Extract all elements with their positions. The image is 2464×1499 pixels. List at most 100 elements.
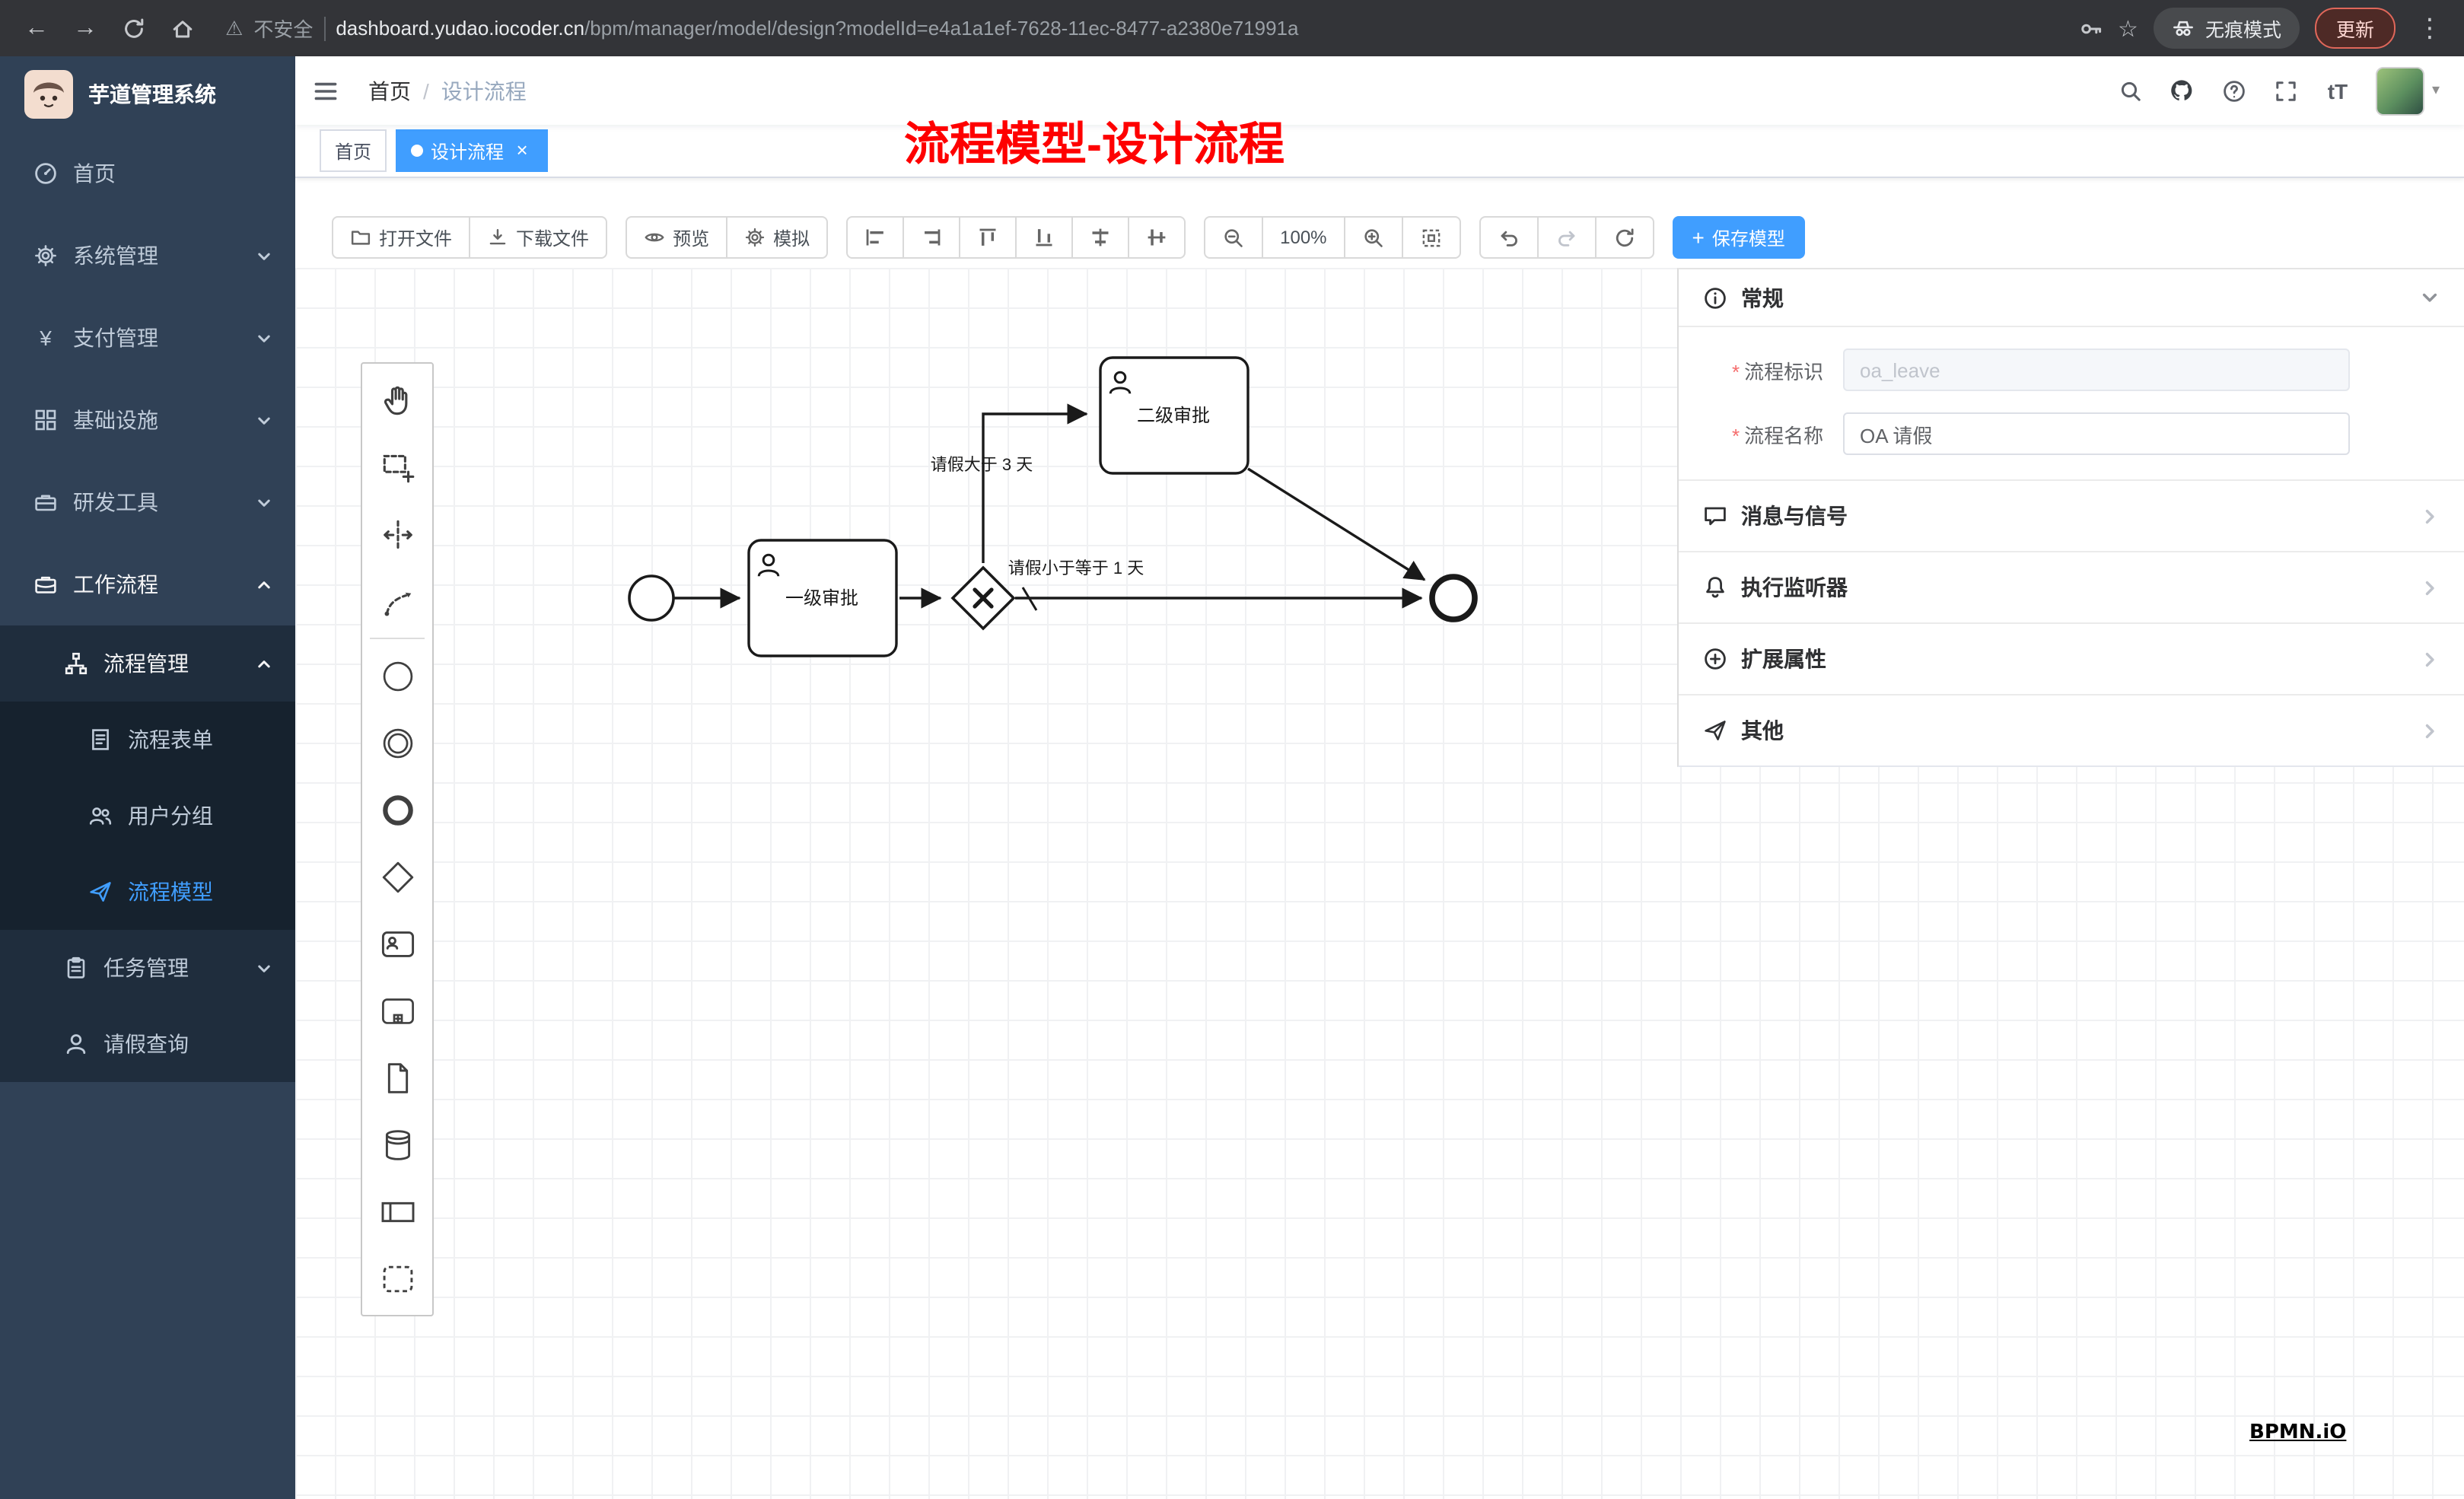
process-name-input[interactable]: [1843, 412, 2350, 455]
palette-create-end-event[interactable]: [362, 776, 432, 843]
user-menu[interactable]: ▾: [2375, 66, 2440, 115]
folder-icon: [350, 227, 371, 248]
align-top-button[interactable]: [959, 218, 1015, 257]
file-button-group: 打开文件 下载文件: [332, 216, 608, 259]
zoom-fit-button[interactable]: [1401, 218, 1460, 257]
browser-reload-button[interactable]: [113, 7, 155, 49]
breadcrumb: 首页 / 设计流程: [368, 75, 527, 106]
help-button[interactable]: [2208, 56, 2260, 125]
zoom-out-icon: [1222, 226, 1245, 249]
gateway-icon: [378, 858, 416, 896]
palette-create-gateway[interactable]: [362, 843, 432, 910]
header-search-button[interactable]: [2105, 56, 2157, 125]
chevron-down-icon: [256, 494, 272, 511]
restart-button[interactable]: [1594, 218, 1653, 257]
sidebar-item-process-model[interactable]: 流程模型: [0, 854, 295, 930]
start-event[interactable]: [628, 574, 675, 622]
user-task-icon: [378, 925, 416, 963]
tag-design[interactable]: 设计流程 ×: [396, 129, 549, 172]
section-execution-listener[interactable]: 执行监听器: [1679, 551, 2464, 622]
sequence-flow-task2-to-end[interactable]: [1247, 467, 1426, 581]
end-event[interactable]: [1429, 574, 1478, 622]
space-tool-icon: [378, 515, 416, 553]
sidebar-item-task-manage[interactable]: 任务管理: [0, 930, 295, 1006]
sidebar-toggle-button[interactable]: [295, 56, 356, 125]
font-size-button[interactable]: tT: [2312, 56, 2364, 125]
sidebar-item-workflow[interactable]: 工作流程: [0, 543, 295, 625]
open-file-button[interactable]: 打开文件: [333, 218, 469, 257]
align-center-h-button[interactable]: [1071, 218, 1128, 257]
address-bar[interactable]: ⚠ 不安全 dashboard.yudao.iocoder.cn/bpm/man…: [225, 14, 2054, 43]
breadcrumb-home[interactable]: 首页: [368, 78, 411, 103]
browser-forward-button[interactable]: →: [64, 7, 107, 49]
clipboard-icon: [64, 956, 88, 980]
chevron-up-icon: [256, 655, 272, 672]
redo-button[interactable]: [1536, 218, 1595, 257]
sidebar-item-user-group[interactable]: 用户分组: [0, 778, 295, 854]
sidebar-item-devtools[interactable]: 研发工具: [0, 461, 295, 543]
section-other[interactable]: 其他: [1679, 694, 2464, 765]
zoom-out-button[interactable]: [1205, 218, 1262, 257]
palette-create-subprocess[interactable]: [362, 977, 432, 1044]
fullscreen-button[interactable]: [2260, 56, 2312, 125]
align-right-button[interactable]: [903, 218, 959, 257]
section-extended-attrs[interactable]: 扩展属性: [1679, 622, 2464, 694]
sidebar-item-process-form[interactable]: 流程表单: [0, 702, 295, 778]
palette-lasso-tool[interactable]: [362, 434, 432, 501]
palette-create-start-event[interactable]: [362, 642, 432, 709]
chevron-down-icon: [2420, 288, 2440, 307]
key-icon[interactable]: [2078, 16, 2103, 40]
palette-create-group[interactable]: [362, 1245, 432, 1312]
text-size-icon: tT: [2327, 78, 2348, 103]
github-link[interactable]: [2157, 56, 2208, 125]
align-center-v-button[interactable]: [1128, 218, 1184, 257]
simulate-button[interactable]: 模拟: [726, 218, 826, 257]
bpmn-canvas-area[interactable]: 一级审批 二级审批 请假大于 3 天 请假小于等于 1 天 常规: [295, 268, 2464, 1499]
bpmn-diagram[interactable]: 一级审批 二级审批 请假大于 3 天 请假小于等于 1 天: [295, 268, 2464, 1499]
user-task-first-approval[interactable]: [747, 539, 898, 657]
browser-home-button[interactable]: [161, 7, 204, 49]
section-message-signal[interactable]: 消息与信号: [1679, 479, 2464, 551]
bookmark-star-icon[interactable]: ☆: [2118, 16, 2138, 42]
process-key-label: *流程标识: [1732, 360, 1824, 383]
close-icon[interactable]: ×: [516, 138, 528, 161]
download-file-button[interactable]: 下载文件: [469, 218, 606, 257]
app-title: 芋道管理系统: [88, 82, 216, 107]
sidebar-item-leave-query[interactable]: 请假查询: [0, 1006, 295, 1082]
browser-update-button[interactable]: 更新: [2314, 8, 2396, 49]
browser-back-button[interactable]: ←: [15, 7, 58, 49]
align-bottom-button[interactable]: [1015, 218, 1071, 257]
save-model-button[interactable]: +保存模型: [1672, 216, 1805, 259]
user-task-icon: [757, 553, 780, 577]
palette-create-intermediate-event[interactable]: [362, 709, 432, 776]
tag-label: 设计流程: [431, 141, 505, 162]
sidebar-item-payment[interactable]: ¥ 支付管理: [0, 297, 295, 379]
security-label[interactable]: 不安全: [253, 18, 314, 41]
palette-hand-tool[interactable]: [362, 367, 432, 434]
sidebar-item-process-manage[interactable]: 流程管理: [0, 625, 295, 702]
palette-create-data-object[interactable]: [362, 1044, 432, 1111]
sidebar-item-infra[interactable]: 基础设施: [0, 379, 295, 461]
fullscreen-icon: [2274, 78, 2298, 103]
palette-global-connect-tool[interactable]: [362, 568, 432, 635]
palette-space-tool[interactable]: [362, 501, 432, 568]
bpmn-io-watermark[interactable]: BPMN.iO: [2249, 1421, 2347, 1444]
sequence-flow-gateway-to-task2[interactable]: [982, 403, 1088, 563]
url-text[interactable]: dashboard.yudao.iocoder.cn/bpm/manager/m…: [336, 17, 1298, 40]
browser-menu-button[interactable]: ⋮: [2417, 13, 2443, 42]
align-left-button[interactable]: [848, 218, 903, 257]
zoom-in-button[interactable]: [1343, 218, 1402, 257]
process-key-input[interactable]: [1843, 348, 2350, 391]
section-general[interactable]: 常规: [1679, 269, 2464, 327]
palette-create-user-task[interactable]: [362, 910, 432, 977]
sidebar-item-home[interactable]: 首页: [0, 132, 295, 215]
preview-button[interactable]: 预览: [627, 218, 726, 257]
undo-button[interactable]: [1481, 218, 1537, 257]
sidebar-item-system[interactable]: 系统管理: [0, 215, 295, 297]
palette-create-participant[interactable]: [362, 1178, 432, 1245]
zoom-level-button[interactable]: 100%: [1262, 218, 1343, 257]
user-task-second-approval[interactable]: [1099, 356, 1250, 475]
palette-create-data-store[interactable]: [362, 1111, 432, 1178]
tag-home[interactable]: 首页: [320, 129, 387, 172]
caret-down-icon: ▾: [2431, 82, 2440, 99]
